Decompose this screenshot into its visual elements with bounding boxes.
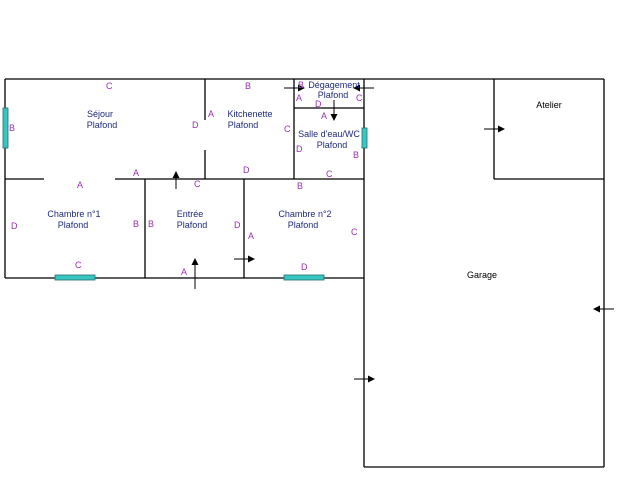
wall-letter: B [133,219,139,229]
window-icon [54,274,96,281]
wall-letter: D [11,221,18,231]
wall-letter: B [245,81,251,91]
room-chambre1-name: Chambre n°1 [47,209,100,219]
wall-letter: D [315,99,322,109]
room-salle-eau-sub: Plafond [317,140,348,150]
wall-letter: A [208,109,214,119]
wall-letter: C [326,169,333,179]
wall-letter: D [296,144,303,154]
wall-letter: B [298,80,304,90]
room-labels: Séjour Plafond Kitchenette Plafond Dégag… [47,80,561,280]
room-kitchenette-name: Kitchenette [227,109,272,119]
wall-letter: D [192,120,199,130]
wall-letter: D [243,165,250,175]
room-degagement-name: Dégagement [308,80,360,90]
wall-letter: A [77,180,83,190]
room-degagement-sub: Plafond [318,90,349,100]
room-entree-sub: Plafond [177,220,208,230]
wall-letter: B [148,219,154,229]
wall-letter: C [351,227,358,237]
wall-letters: C B D A B A C C D B A D C A D B C A D B … [9,80,363,277]
room-salle-eau-name: Salle d'eau/WC [298,129,360,139]
wall-letter: C [194,179,201,189]
room-chambre1-sub: Plafond [58,220,89,230]
window-icon [2,107,9,149]
windows [2,107,368,281]
wall-letter: C [75,260,82,270]
room-entree-name: Entrée [177,209,204,219]
window-icon [361,127,368,149]
window-icon [283,274,325,281]
wall-letter: A [296,93,302,103]
room-chambre2-name: Chambre n°2 [278,209,331,219]
door-arrows [172,84,614,383]
wall-letter: A [133,168,139,178]
wall-letter: C [284,124,291,134]
wall-letter: D [301,262,308,272]
wall-letter: C [356,93,363,103]
wall-letter: B [297,181,303,191]
room-garage-name: Garage [467,270,497,280]
wall-letter: C [106,81,113,91]
room-sejour-sub: Plafond [87,120,118,130]
room-chambre2-sub: Plafond [288,220,319,230]
room-sejour-name: Séjour [87,109,113,119]
wall-letter: A [248,231,254,241]
wall-letter: A [181,267,187,277]
wall-letter: A [321,111,327,121]
wall-letter: D [234,220,241,230]
room-atelier-name: Atelier [536,100,562,110]
wall-letter: B [9,123,15,133]
wall-letter: B [353,150,359,160]
room-kitchenette-sub: Plafond [228,120,259,130]
